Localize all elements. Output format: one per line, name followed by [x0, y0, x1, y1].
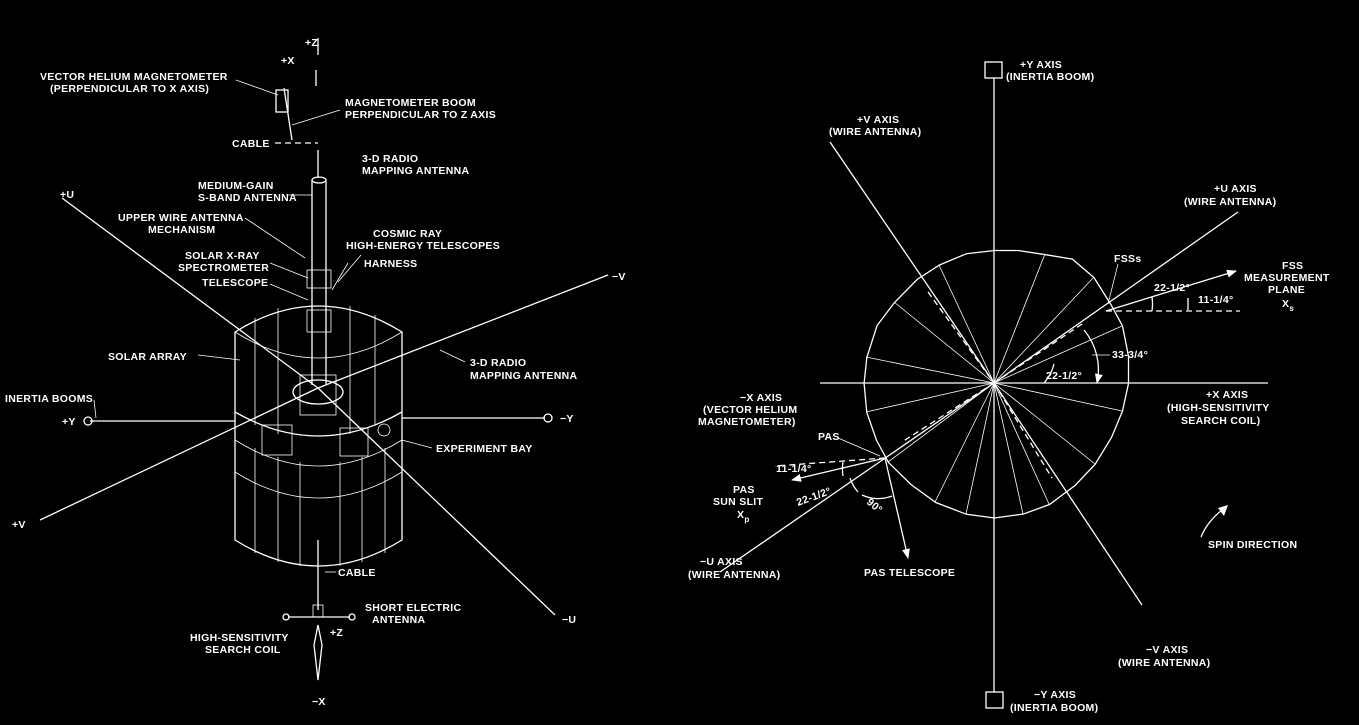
label-inertia-booms: INERTIA BOOMS [5, 393, 93, 405]
plus-v-axis-line [829, 141, 995, 384]
label-plus-x-axis-1: +X AXIS [1206, 389, 1248, 401]
label-minus-v-axis-2: (WIRE ANTENNA) [1118, 657, 1210, 669]
label-minus-v-axis-1: −V AXIS [1146, 644, 1188, 656]
label-experiment-bay: EXPERIMENT BAY [436, 443, 533, 455]
label-plus-v-axis-2: (WIRE ANTENNA) [829, 126, 921, 138]
label-hs-coil-1: HIGH-SENSITIVITY [190, 632, 289, 644]
label-medium-gain-1: MEDIUM-GAIN [198, 180, 274, 192]
spin-direction-arrow [1200, 509, 1223, 538]
spacecraft-outline [863, 249, 1130, 519]
minus-u-wire [317, 387, 556, 616]
label-minus-x-axis-2: (VECTOR HELIUM [703, 404, 797, 416]
label-minus-u-axis-1: −U AXIS [700, 556, 743, 568]
label-angle-11-top: 11-1/4° [1198, 294, 1234, 306]
label-fsss: FSSs [1114, 253, 1141, 265]
label-vector-helium-2: (PERPENDICULAR TO X AXIS) [50, 83, 209, 95]
label-solar-xray-1: SOLAR X-RAY [185, 250, 260, 262]
label-cosmic-2: HIGH-ENERGY TELESCOPES [346, 240, 500, 252]
label-minus-y-axis-2: (INERTIA BOOM) [1010, 702, 1098, 714]
body-spokes [865, 253, 1123, 515]
label-upper-wire-2: MECHANISM [148, 224, 215, 236]
label-radio-3d-2: MAPPING ANTENNA [362, 165, 469, 177]
plus-u-wire [61, 197, 319, 389]
plus-y-boom-end [83, 416, 93, 426]
label-medium-gain-2: S-BAND ANTENNA [198, 192, 297, 204]
label-mag-boom-2: PERPENDICULAR TO Z AXIS [345, 109, 496, 121]
label-angle-22-top: 22-1/2° [1154, 282, 1190, 294]
label-angle-11-pas: 11-1/4° [776, 463, 812, 475]
label-vector-helium-1: VECTOR HELIUM MAGNETOMETER [40, 71, 228, 83]
minus-u-axis-line [719, 382, 995, 573]
label-minus-x: −X [312, 696, 326, 708]
label-minus-v: −V [612, 271, 626, 283]
spacecraft-drawing [39, 38, 609, 681]
label-plus-v: +V [12, 519, 26, 531]
label-solar-array: SOLAR ARRAY [108, 351, 187, 363]
label-radio-3d-b-2: MAPPING ANTENNA [470, 370, 577, 382]
label-minus-u: −U [562, 614, 576, 626]
label-minus-y: −Y [560, 413, 574, 425]
label-cable-top: CABLE [232, 138, 270, 150]
label-spin-direction: SPIN DIRECTION [1208, 539, 1297, 551]
label-solar-xray-2: SPECTROMETER [178, 262, 269, 274]
label-fss-plane-1: FSS [1282, 260, 1303, 272]
label-plus-z-bottom: +Z [330, 627, 343, 639]
label-plus-v-axis-1: +V AXIS [857, 114, 899, 126]
label-pas-sun-2: SUN SLIT [713, 496, 764, 508]
label-fss-plane-4: Xs [1282, 298, 1294, 313]
label-upper-wire-1: UPPER WIRE ANTENNA [118, 212, 244, 224]
label-pas-sun-1: PAS [733, 484, 755, 496]
label-fss-plane-2: MEASUREMENT [1244, 272, 1330, 284]
label-plus-z: +Z [305, 37, 318, 49]
minus-v-wire [317, 274, 609, 389]
label-harness: HARNESS [364, 258, 417, 270]
label-pas-sun-3: Xp [737, 509, 750, 524]
label-plus-u-axis-2: (WIRE ANTENNA) [1184, 196, 1276, 208]
label-cosmic-1: COSMIC RAY [373, 228, 442, 240]
label-plus-y-axis-1: +Y AXIS [1020, 59, 1062, 71]
label-minus-u-axis-2: (WIRE ANTENNA) [688, 569, 780, 581]
label-angle-22-mid: 22-1/2° [1046, 370, 1082, 382]
label-short-electric-1: SHORT ELECTRIC [365, 602, 461, 614]
label-telescope: TELESCOPE [202, 277, 268, 289]
minus-y-boom-end [543, 413, 553, 423]
label-short-electric-2: ANTENNA [372, 614, 426, 626]
label-cable-bottom: CABLE [338, 567, 376, 579]
label-pas-telescope: PAS TELESCOPE [864, 567, 955, 579]
label-fss-plane-3: PLANE [1268, 284, 1305, 296]
label-plus-y-axis-2: (INERTIA BOOM) [1006, 71, 1094, 83]
label-plus-x: +X [281, 55, 295, 67]
label-hs-coil-2: SEARCH COIL [205, 644, 281, 656]
plus-v-wire [39, 387, 319, 521]
label-plus-x-axis-2: (HIGH-SENSITIVITY [1167, 402, 1270, 414]
plus-u-axis-line [993, 211, 1239, 384]
left-labels: +Z +X VECTOR HELIUM MAGNETOMETER (PERPEN… [5, 37, 626, 708]
label-radio-3d-1: 3-D RADIO [362, 153, 418, 165]
pas-sun-slit-arrow [791, 457, 886, 482]
label-plus-u-axis-1: +U AXIS [1214, 183, 1257, 195]
minus-y-boom-box [985, 691, 1004, 709]
fss-plane-arrow [1105, 269, 1237, 312]
minus-v-axis-line [993, 382, 1143, 606]
pas-telescope-arrow [884, 457, 910, 559]
label-plus-x-axis-3: SEARCH COIL) [1181, 415, 1260, 427]
label-mag-boom-1: MAGNETOMETER BOOM [345, 97, 476, 109]
right-labels: +Y AXIS (INERTIA BOOM) +V AXIS (WIRE ANT… [688, 59, 1330, 714]
label-minus-y-axis-1: −Y AXIS [1034, 689, 1076, 701]
label-minus-x-axis-3: MAGNETOMETER) [698, 416, 796, 428]
spacecraft-body [234, 305, 403, 567]
label-plus-y: +Y [62, 416, 76, 428]
plus-y-boom-box [984, 61, 1003, 79]
label-plus-u: +U [60, 189, 74, 201]
spin-plane-diagram [719, 61, 1268, 709]
label-radio-3d-b-1: 3-D RADIO [470, 357, 526, 369]
label-angle-22-pas: 22-1/2° [795, 485, 833, 509]
label-minus-x-axis-1: −X AXIS [740, 392, 782, 404]
label-pas: PAS [818, 431, 840, 443]
label-angle-33: 33-3/4° [1112, 349, 1148, 361]
